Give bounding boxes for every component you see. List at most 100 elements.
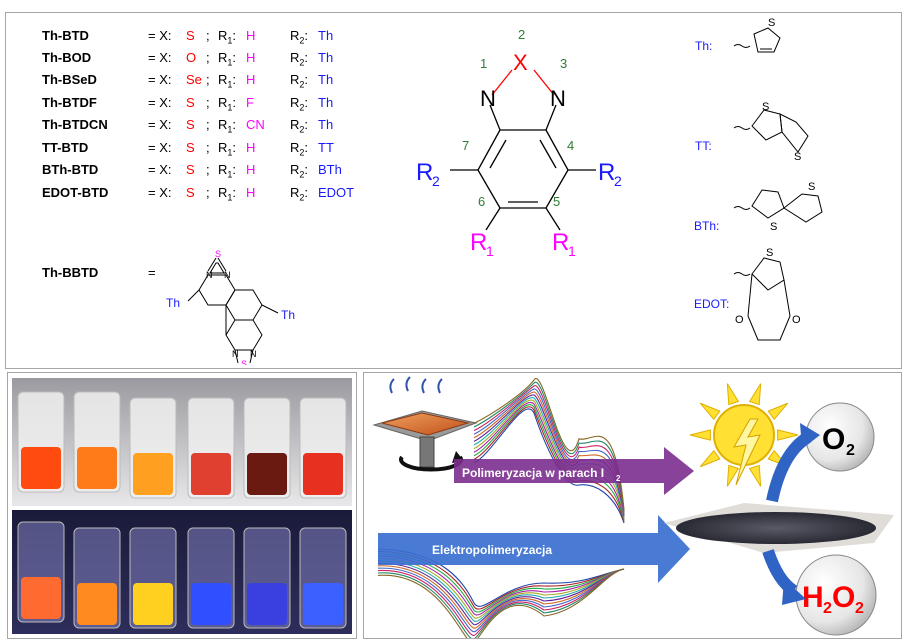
r2-symbol: R2:	[290, 95, 309, 113]
o2-sub: 2	[846, 442, 855, 459]
x-equals: = X:	[148, 28, 172, 43]
core-r1-right: R	[552, 229, 569, 256]
x-equals: = X:	[148, 140, 172, 155]
core-structure: X N N 2 1 3 7 4 6 5 R 2 R 2 R 1 R 1	[416, 27, 622, 259]
separator: ;	[206, 140, 210, 155]
r1-symbol: R1:	[218, 117, 237, 135]
compound-name: EDOT-BTD	[42, 185, 109, 200]
r1-symbol: R1:	[218, 72, 237, 90]
bbtd-th-right: Th	[281, 308, 295, 322]
cv-curve	[377, 406, 625, 610]
r1-symbol: R1:	[218, 95, 237, 113]
x-value: S	[186, 117, 195, 132]
separator: ;	[206, 95, 210, 110]
core-r2-left-sub: 2	[432, 173, 440, 189]
r1-value: H	[246, 185, 256, 200]
x-value: Se	[186, 72, 202, 87]
substituent-tt-s1: S	[762, 101, 769, 113]
r2-symbol: R2:	[290, 162, 309, 180]
core-x: X	[513, 50, 528, 75]
substituent-structures: Th: S TT: S S BTh: S S EDOT: S O O	[694, 18, 823, 341]
bbtd-name: Th-BBTD	[42, 265, 99, 280]
x-value: S	[186, 95, 195, 110]
core-num-7: 7	[462, 138, 469, 153]
substituent-th-s: S	[768, 18, 775, 29]
separator: ;	[206, 117, 210, 132]
cv-curve	[377, 408, 625, 607]
r2-symbol: R2:	[290, 140, 309, 158]
r2-value: BTh	[318, 162, 342, 177]
compound-name: Th-BSeD	[42, 72, 97, 87]
r2-symbol: R2:	[290, 50, 309, 68]
bbtd-th-left: Th	[166, 296, 180, 310]
h2o2-h: H	[802, 581, 824, 614]
vials-photo	[12, 378, 352, 634]
r1-symbol: R1:	[218, 185, 237, 203]
substituent-edot-o2: O	[792, 314, 801, 326]
h2o2-o: O	[832, 581, 855, 614]
core-num-1: 1	[480, 56, 487, 71]
core-r1-right-sub: 1	[568, 243, 576, 259]
r2-value: Th	[318, 28, 334, 43]
substituent-edot-o1: O	[735, 314, 744, 326]
core-r1-left-sub: 1	[486, 243, 494, 259]
separator: ;	[206, 72, 210, 87]
core-n-right: N	[550, 86, 566, 111]
cv-curve	[377, 391, 625, 629]
compound-name: TT-BTD	[42, 140, 89, 155]
cv-curve	[377, 385, 625, 636]
substituent-tt-label: TT:	[695, 139, 712, 153]
compound-name: Th-BOD	[42, 50, 92, 65]
core-num-6: 6	[478, 194, 485, 209]
r1-symbol: R1:	[218, 28, 237, 46]
separator: ;	[206, 185, 210, 200]
r1-symbol: R1:	[218, 140, 237, 158]
bbtd-equals: =	[148, 265, 156, 280]
o2-label: O	[822, 423, 845, 456]
x-value: S	[186, 162, 195, 177]
uv-vials	[17, 521, 347, 629]
daylight-vials	[17, 391, 347, 499]
cv-curve	[377, 378, 625, 638]
core-n-left: N	[480, 86, 496, 111]
separator: ;	[206, 162, 210, 177]
daylight-photo	[12, 378, 352, 506]
h2o2-sub1: 2	[823, 600, 832, 617]
compound-name: Th-BTDCN	[42, 117, 108, 132]
cv-curve	[377, 381, 625, 638]
spin-coater-icon	[372, 376, 478, 468]
r2-value: TT	[318, 140, 334, 155]
x-value: S	[186, 28, 195, 43]
x-value: S	[186, 185, 195, 200]
r2-symbol: R2:	[290, 72, 309, 90]
r2-value: Th	[318, 95, 334, 110]
x-value: S	[186, 140, 195, 155]
bbtd-n1: N	[206, 270, 213, 280]
core-r1-left: R	[470, 229, 487, 256]
x-equals: = X:	[148, 95, 172, 110]
separator: ;	[206, 28, 210, 43]
substituent-th-label: Th:	[695, 39, 712, 53]
polymer-film	[676, 512, 876, 544]
substituent-bth-label: BTh:	[694, 219, 719, 233]
r2-symbol: R2:	[290, 28, 309, 46]
vapor-label: Polimeryzacja w parach I	[462, 466, 604, 480]
x-equals: = X:	[148, 117, 172, 132]
r2-value: Th	[318, 72, 334, 87]
bbtd-n2: N	[224, 270, 231, 280]
sun-icon	[689, 383, 799, 487]
structures-panel	[5, 12, 902, 369]
x-value: O	[186, 50, 197, 65]
separator: ;	[206, 50, 210, 65]
compound-name: Th-BTD	[42, 28, 89, 43]
core-num-5: 5	[553, 194, 560, 209]
r1-value: CN	[246, 117, 265, 132]
x-equals: = X:	[148, 162, 172, 177]
cv-curve	[377, 388, 625, 633]
r2-value: Th	[318, 50, 334, 65]
x-equals: = X:	[148, 185, 172, 200]
substituent-bth-s1: S	[770, 221, 777, 233]
compound-name: BTh-BTD	[42, 162, 99, 177]
bbtd-n3: N	[232, 349, 239, 359]
h2o2-sub2: 2	[855, 600, 864, 617]
